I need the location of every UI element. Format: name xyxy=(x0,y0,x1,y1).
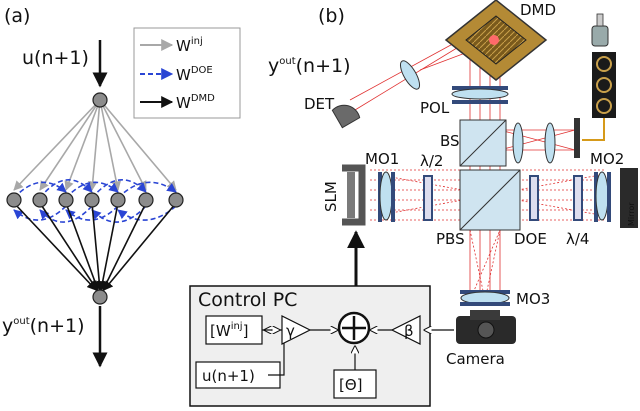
mirror-label: Mirror xyxy=(627,202,636,226)
output-node xyxy=(92,289,108,305)
dmd-readout-arrows xyxy=(13,202,177,291)
bs-label: BS xyxy=(440,132,460,150)
det-output-label: yout(n+1) xyxy=(268,55,351,77)
polarizer: POL xyxy=(420,86,509,117)
u-input-box xyxy=(195,361,281,389)
mirror: Mirror xyxy=(620,168,638,228)
reservoir-node xyxy=(110,192,126,208)
gamma-gain xyxy=(281,315,312,345)
quarter-wave-plate: λ/4 xyxy=(566,175,589,248)
control-pc: Control PC [Winj] u(n+1) γ β [Θ] xyxy=(189,285,431,407)
det-label: DET xyxy=(304,95,335,113)
mo1-objective: MO1 xyxy=(365,150,399,222)
det-lens xyxy=(399,60,421,90)
dmd-device: DMD xyxy=(444,0,556,81)
winj-label: [Winj] xyxy=(210,321,248,340)
pol-label: POL xyxy=(420,99,450,117)
quarter-wave-label: λ/4 xyxy=(566,230,589,248)
polarizing-beam-splitter: PBS xyxy=(436,169,521,248)
beta-label: β xyxy=(404,322,414,340)
half-wave-label: λ/2 xyxy=(420,152,443,170)
camera-device: Camera xyxy=(446,310,516,368)
u-input-label: u(n+1) xyxy=(202,367,255,385)
injection-arrows xyxy=(13,99,177,191)
panel-b-label: (b) xyxy=(318,5,345,27)
doe-label: DOE xyxy=(514,230,547,248)
legend-wdoe-label: WDOE xyxy=(176,65,213,84)
panel-b: (b) xyxy=(189,0,638,407)
legend: Winj WDOE WDMD xyxy=(133,27,241,119)
beta-gain xyxy=(390,315,421,345)
slm-label: SLM xyxy=(322,181,340,212)
reservoir-node xyxy=(6,192,22,208)
input-node xyxy=(92,92,108,108)
dmd-label: DMD xyxy=(520,1,556,19)
mo1-label: MO1 xyxy=(365,150,399,168)
camera-label: Camera xyxy=(446,350,505,368)
control-pc-title: Control PC xyxy=(198,289,297,311)
reservoir-node xyxy=(138,192,154,208)
doe-coupling-arrows xyxy=(13,179,177,223)
mo3-label: MO3 xyxy=(516,290,550,308)
network-input-label: u(n+1) xyxy=(22,47,89,69)
reservoir-node xyxy=(32,192,48,208)
laser-source xyxy=(574,13,616,158)
reservoir-node xyxy=(58,192,74,208)
theta-box xyxy=(333,369,377,399)
gamma-label: γ xyxy=(286,322,295,340)
panel-a-label: (a) xyxy=(4,5,30,27)
mo2-objective: MO2 xyxy=(590,150,624,222)
doe-element: DOE xyxy=(514,175,547,248)
theta-label: [Θ] xyxy=(339,376,363,394)
panel-a: (a) u(n+1) xyxy=(2,5,241,368)
mo3-objective: MO3 xyxy=(460,290,550,308)
half-wave-plate: λ/2 xyxy=(420,152,443,221)
slm-device: SLM xyxy=(322,164,366,226)
network-nodes xyxy=(6,92,184,305)
pbs-label: PBS xyxy=(436,230,465,248)
reservoir-node xyxy=(168,192,184,208)
detector-icon xyxy=(331,104,361,129)
reservoir-node xyxy=(84,192,100,208)
mo2-label: MO2 xyxy=(590,150,624,168)
network-output-label: yout(n+1) xyxy=(2,315,85,337)
beam-splitter: BS xyxy=(440,119,556,167)
winj-box xyxy=(205,315,263,345)
legend-wdmd-label: WDMD xyxy=(176,93,215,112)
legend-winj-label: Winj xyxy=(176,36,203,55)
